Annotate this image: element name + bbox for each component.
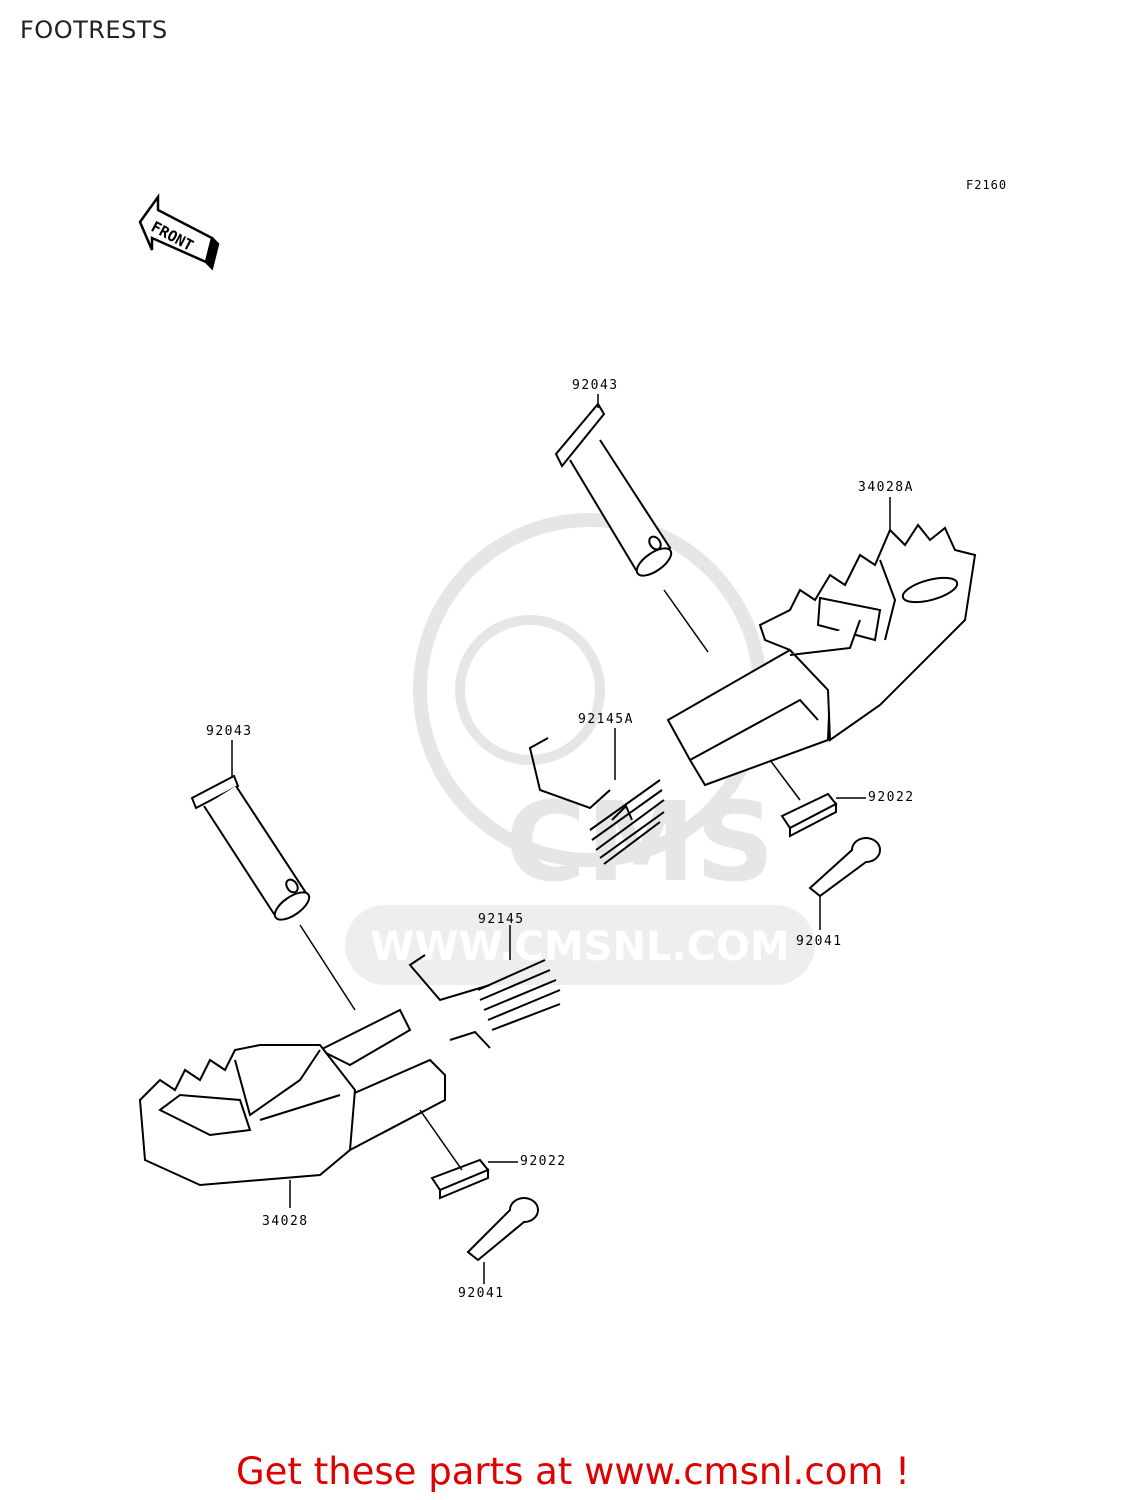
callout-cotter-upper: 92041	[796, 934, 843, 949]
callout-footrest-left: 34028	[262, 1214, 309, 1229]
callout-washer-upper: 92022	[868, 790, 915, 805]
cotter-pin-upper	[808, 837, 881, 898]
leader-lines	[231, 394, 891, 1284]
washer-upper	[780, 792, 838, 838]
watermark-banner	[345, 905, 815, 985]
watermark-logo-text: CMS	[505, 778, 774, 906]
page-title: FOOTRESTS	[20, 16, 168, 44]
watermark-url-text: WWW.CMSNL.COM	[370, 924, 790, 970]
callout-washer-lower: 92022	[520, 1154, 567, 1169]
callout-footrest-right: 34028A	[858, 480, 914, 495]
return-spring-lower	[408, 954, 561, 1049]
watermark-face	[455, 615, 605, 765]
callout-cotter-lower: 92041	[458, 1286, 505, 1301]
footrest-left	[138, 1008, 446, 1187]
callout-pin-lower: 92043	[206, 724, 253, 739]
callout-spring-upper: 92145A	[578, 712, 634, 727]
pivot-pin-upper	[554, 402, 673, 577]
figure-code: F2160	[966, 178, 1008, 192]
callout-pin-upper: 92043	[572, 378, 619, 393]
footrest-right	[666, 523, 977, 787]
return-spring-upper	[528, 737, 665, 865]
promo-link[interactable]: Get these parts at www.cmsnl.com !	[235, 1450, 910, 1493]
front-marker	[138, 193, 220, 271]
pivot-pin-lower	[190, 774, 311, 921]
callout-spring-lower: 92145	[478, 912, 525, 927]
cotter-pin-lower	[466, 1197, 539, 1262]
washer-lower	[430, 1158, 490, 1200]
